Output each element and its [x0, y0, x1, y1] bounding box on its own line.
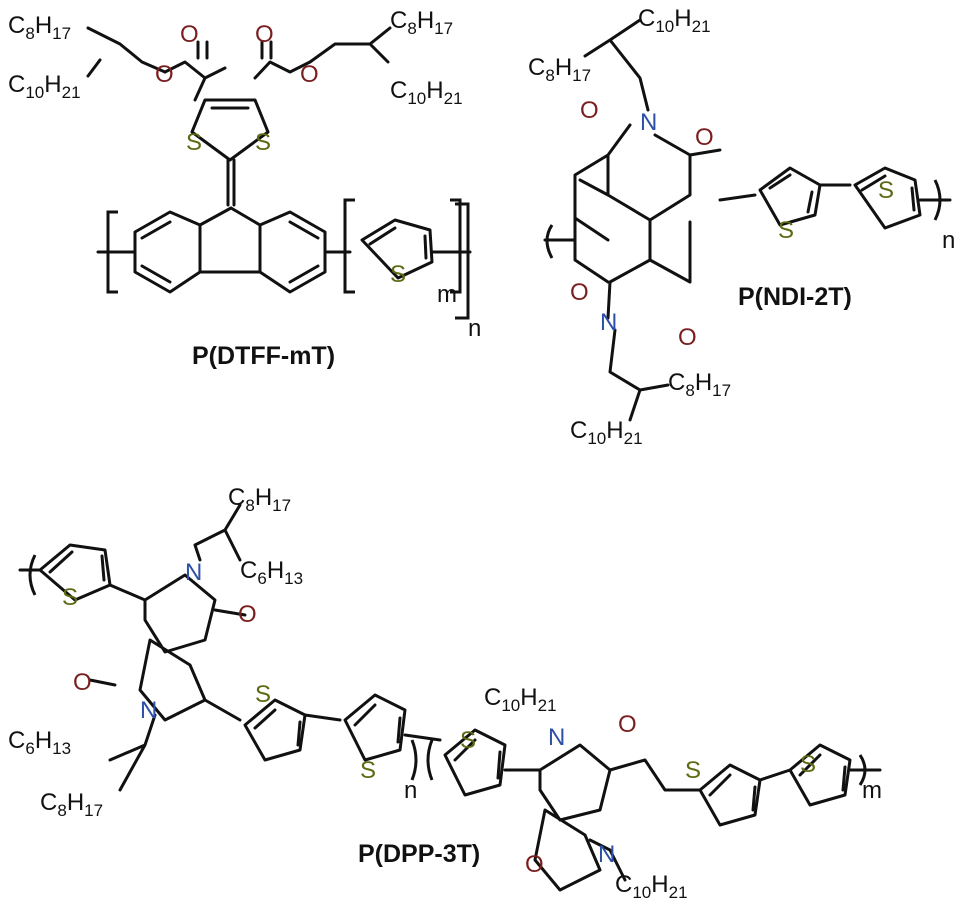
sulfur-atom-label: S [255, 681, 271, 708]
alkyl-c10h21-label: C10H21 [570, 417, 643, 448]
oxygen-atom-label: O [695, 124, 714, 151]
structure-p-ndi-2t [543, 18, 952, 422]
sulfur-atom-label: S [878, 177, 894, 204]
oxygen-atom-label: O [155, 61, 174, 88]
sulfur-atom-label: S [685, 757, 701, 784]
sulfur-atom-label: S [460, 727, 476, 754]
oxygen-atom-label: O [570, 279, 589, 306]
nitrogen-atom-label: N [185, 559, 202, 586]
nitrogen-atom-label: N [140, 697, 157, 724]
alkyl-c10h21-label: C10H21 [390, 77, 463, 108]
nitrogen-atom-label: N [600, 309, 617, 336]
alkyl-c10h21-label: C10H21 [8, 71, 81, 102]
labels-p-dpp-3t: C8H17 C6H13 S N O O N C6H13 C8H17 S S n … [8, 484, 882, 902]
labels-p-ndi-2t: C10H21 C8H17 N O O S S n O O N P(NDI-2T)… [528, 5, 955, 448]
oxygen-atom-label: O [678, 324, 697, 351]
alkyl-c6h13-label: C6H13 [8, 727, 71, 758]
repeat-subscript-m: m [437, 281, 457, 308]
alkyl-c8h17-label: C8H17 [228, 484, 291, 515]
sulfur-atom-label: S [800, 751, 816, 778]
alkyl-c6h13-label: C6H13 [240, 557, 303, 588]
sulfur-atom-label: S [255, 129, 271, 156]
structure-p-dtff-mt [86, 26, 472, 320]
alkyl-c8h17-label: C8H17 [40, 789, 103, 820]
alkyl-c10h21-label: C10H21 [638, 5, 711, 36]
sulfur-atom-label: S [778, 217, 794, 244]
structure-title: P(DPP-3T) [358, 840, 480, 868]
alkyl-c8h17-label: C8H17 [8, 12, 71, 43]
structure-title: P(NDI-2T) [738, 283, 852, 311]
alkyl-c8h17-label: C8H17 [390, 7, 453, 38]
oxygen-atom-label: O [238, 601, 257, 628]
repeat-subscript-n: n [404, 777, 417, 804]
repeat-subscript-m: m [862, 777, 882, 804]
oxygen-atom-label: O [525, 851, 544, 878]
oxygen-atom-label: O [73, 669, 92, 696]
sulfur-atom-label: S [390, 261, 406, 288]
sulfur-atom-label: S [62, 584, 78, 611]
alkyl-c10h21-label: C10H21 [484, 684, 557, 715]
alkyl-c10h21-label: C10H21 [615, 871, 688, 902]
nitrogen-atom-label: N [548, 724, 565, 751]
repeat-subscript-n: n [942, 227, 955, 254]
oxygen-atom-label: O [180, 21, 199, 48]
oxygen-atom-label: O [580, 97, 599, 124]
sulfur-atom-label: S [186, 129, 202, 156]
nitrogen-atom-label: N [640, 109, 657, 136]
oxygen-atom-label: O [255, 21, 274, 48]
repeat-subscript-n: n [468, 315, 481, 342]
structure-p-dpp-3t [18, 503, 882, 892]
labels-p-dtff-mt: C8H17 C10H21 O O O O C8H17 C10H21 S S S … [8, 7, 481, 370]
oxygen-atom-label: O [618, 711, 637, 738]
nitrogen-atom-label: N [598, 841, 615, 868]
alkyl-c8h17-label: C8H17 [528, 54, 591, 85]
alkyl-c8h17-label: C8H17 [668, 369, 731, 400]
sulfur-atom-label: S [360, 757, 376, 784]
oxygen-atom-label: O [300, 61, 319, 88]
structure-title: P(DTFF-mT) [192, 342, 335, 370]
